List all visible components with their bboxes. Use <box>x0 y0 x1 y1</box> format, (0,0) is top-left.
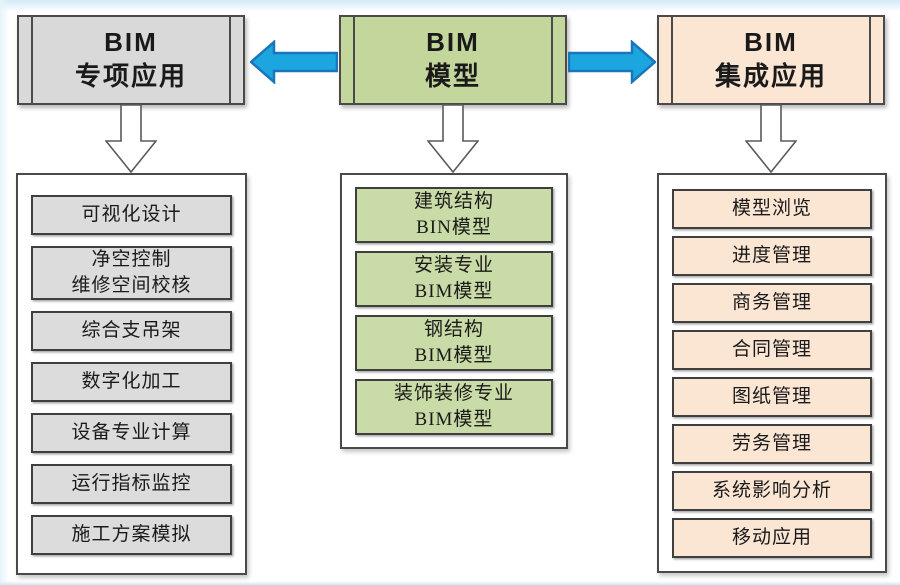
integrated-app-item: 进度管理 <box>672 236 872 276</box>
down-arrow-model-icon <box>427 104 479 173</box>
down-arrow-shape <box>427 104 479 173</box>
flow-arrow-left-icon <box>250 40 338 84</box>
special-app-item: 施工方案模拟 <box>31 515 232 555</box>
page-edge-glow-top <box>0 0 900 12</box>
special-app-item: 设备专业计算 <box>31 413 232 453</box>
header-bim-integrated-apps: BIM 集成应用 <box>657 15 885 105</box>
integrated-app-item: 商务管理 <box>672 283 872 323</box>
down-arrow-integrated-icon <box>745 104 797 173</box>
page-edge-glow-bottom <box>0 581 900 585</box>
integrated-app-item: 劳务管理 <box>672 424 872 464</box>
integrated-app-item: 系统影响分析 <box>672 471 872 511</box>
special-app-item: 数字化加工 <box>31 362 232 402</box>
down-arrow-shape <box>745 104 797 173</box>
bim-model-item: 钢结构 BIM模型 <box>355 315 553 371</box>
integrated-app-item: 移动应用 <box>672 518 872 558</box>
header-bim-special-apps: BIM 专项应用 <box>17 15 245 105</box>
bim-model-item: 安装专业 BIM模型 <box>355 251 553 307</box>
integrated-app-item: 图纸管理 <box>672 377 872 417</box>
bim-model-item: 建筑结构 BIN模型 <box>355 187 553 243</box>
flow-arrow-right-shape <box>568 40 656 84</box>
special-app-item: 可视化设计 <box>31 195 232 235</box>
flow-arrow-right-icon <box>568 40 656 84</box>
panel-bim-models: 建筑结构 BIN模型 安装专业 BIM模型 钢结构 BIM模型 装饰装修专业 B… <box>340 173 568 449</box>
integrated-app-item: 合同管理 <box>672 330 872 370</box>
page-edge-glow-left <box>0 0 9 585</box>
integrated-app-item: 模型浏览 <box>672 189 872 229</box>
flow-arrow-left-shape <box>250 40 338 84</box>
special-app-item: 净空控制 维修空间校核 <box>31 246 232 300</box>
special-app-item: 综合支吊架 <box>31 311 232 351</box>
panel-integrated-apps: 模型浏览 进度管理 商务管理 合同管理 图纸管理 劳务管理 系统影响分析 移动应… <box>657 173 887 573</box>
panel-special-apps: 可视化设计 净空控制 维修空间校核 综合支吊架 数字化加工 设备专业计算 运行指… <box>16 173 247 575</box>
down-arrow-shape <box>105 104 157 173</box>
bim-model-item: 装饰装修专业 BIM模型 <box>355 379 553 435</box>
header-bim-model: BIM 模型 <box>339 15 567 105</box>
down-arrow-special-icon <box>105 104 157 173</box>
special-app-item: 运行指标监控 <box>31 464 232 504</box>
